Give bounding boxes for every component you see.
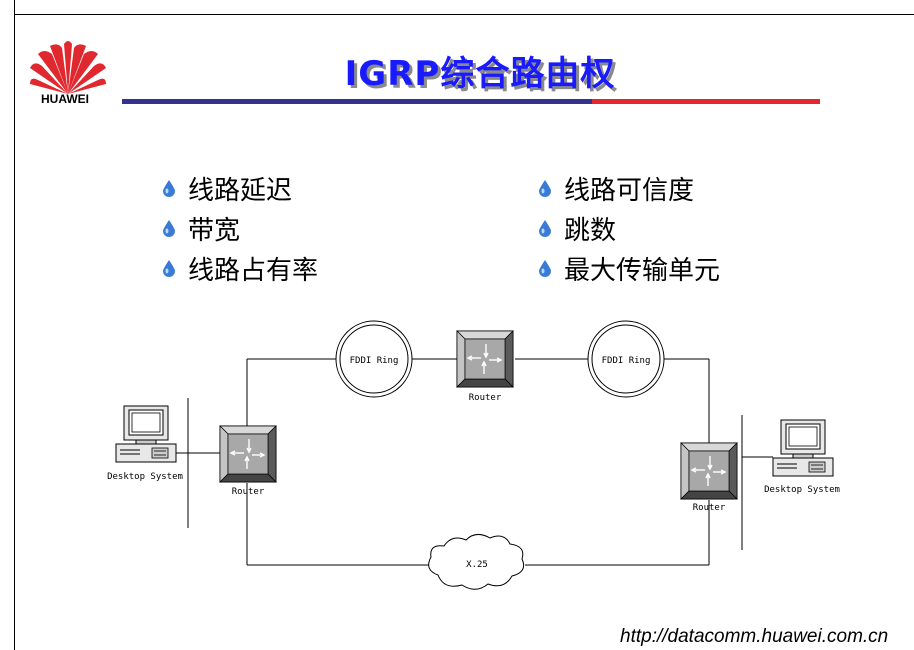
x25-cloud-label: X.25 <box>466 560 488 570</box>
fddi-ring-right: FDDI Ring <box>587 320 665 398</box>
router-top-label: Router <box>469 393 502 403</box>
bullet-text: 带宽 <box>188 215 241 246</box>
water-drop-icon <box>163 220 175 237</box>
bullet-item: 带宽 <box>160 208 318 248</box>
slide-frame-top-border <box>14 14 914 15</box>
huawei-logo <box>30 41 106 94</box>
title-underline <box>122 99 820 104</box>
desktop-computer-icon <box>772 419 834 477</box>
slide-title: IGRP综合路由权 <box>344 54 616 94</box>
slide-frame-left-border <box>14 0 15 650</box>
bullet-item: 跳数 <box>536 208 720 248</box>
bullet-list-left: 线路延迟 带宽 线路占有率 <box>160 168 318 288</box>
bullet-text: 线路占有率 <box>188 255 319 286</box>
footer-url: http://datacomm.huawei.com.cn <box>620 626 889 647</box>
router-icon <box>680 442 738 500</box>
bullet-list-right: 线路可信度 跳数 最大传输单元 <box>536 168 720 288</box>
water-drop-icon <box>163 260 175 277</box>
router-icon <box>219 425 277 483</box>
bullet-item: 线路占有率 <box>160 248 318 288</box>
bullet-text: 最大传输单元 <box>564 255 721 286</box>
router-right-label: Router <box>693 503 726 513</box>
fddi-ring-left-label: FDDI Ring <box>350 356 399 366</box>
water-drop-icon <box>539 220 551 237</box>
desktop-right-label: Desktop System <box>764 485 840 495</box>
desktop-left: Desktop System <box>107 405 183 482</box>
bullet-item: 最大传输单元 <box>536 248 720 288</box>
router-icon <box>456 330 514 388</box>
fddi-ring-right-label: FDDI Ring <box>602 356 651 366</box>
desktop-right: Desktop System <box>764 419 840 495</box>
water-drop-icon <box>539 180 551 197</box>
router-left-label: Router <box>232 487 265 497</box>
bullet-text: 跳数 <box>564 215 617 246</box>
huawei-logo-text: HUAWEI <box>41 92 89 106</box>
water-drop-icon <box>539 260 551 277</box>
desktop-left-label: Desktop System <box>107 472 183 482</box>
x25-cloud: X.25 <box>428 534 525 590</box>
bullet-item: 线路可信度 <box>536 168 720 208</box>
bullet-text: 线路延迟 <box>188 175 293 206</box>
water-drop-icon <box>163 180 175 197</box>
bullet-text: 线路可信度 <box>564 175 695 206</box>
router-right: Router <box>680 442 738 513</box>
fddi-ring-left: FDDI Ring <box>335 320 413 398</box>
router-top: Router <box>456 330 514 403</box>
desktop-computer-icon <box>115 405 177 463</box>
bullet-item: 线路延迟 <box>160 168 318 208</box>
router-left: Router <box>219 425 277 497</box>
network-links <box>176 358 773 566</box>
